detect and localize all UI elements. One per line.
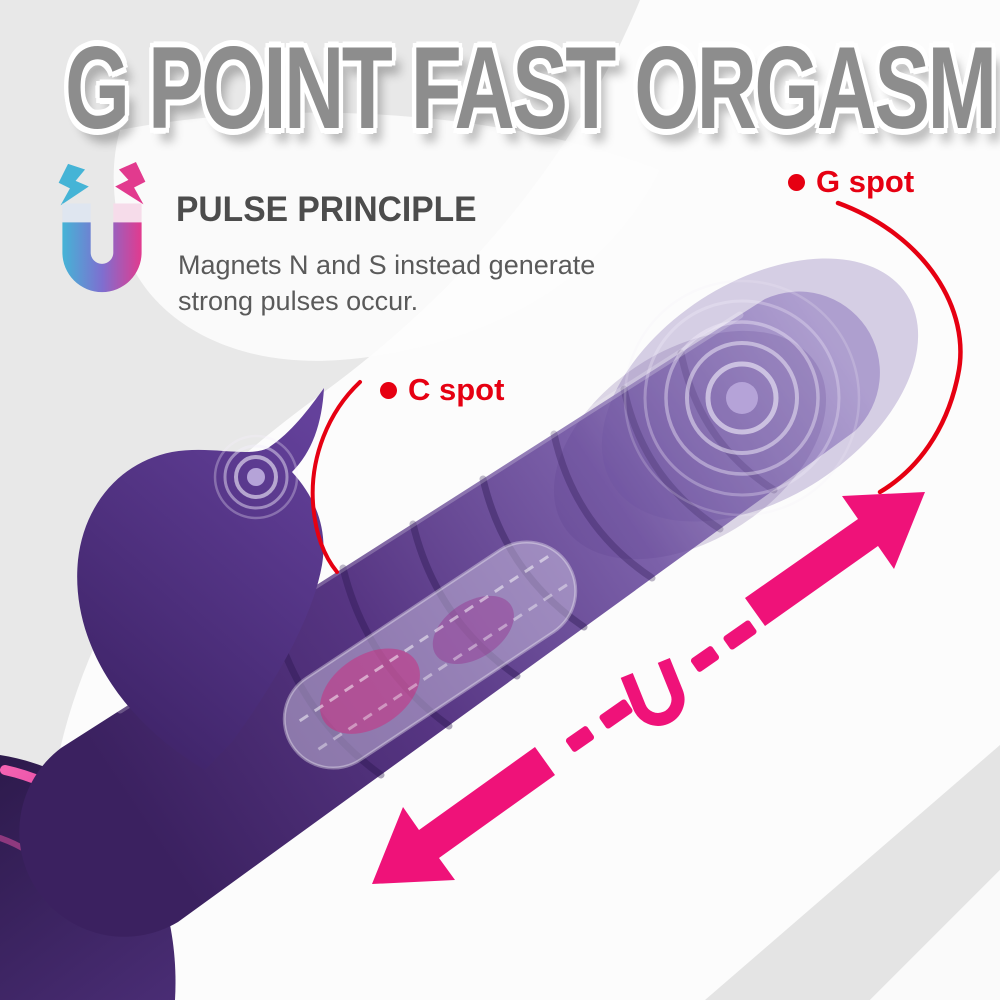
pulse-principle-body: Magnets N and S instead generate strong …: [178, 248, 595, 319]
vibration-ripples-c-spot: [213, 434, 299, 520]
spark-left-icon: [58, 163, 89, 206]
g-spot-label: G spot: [788, 164, 914, 200]
pulse-principle-heading: PULSE PRINCIPLE: [176, 190, 477, 229]
magnet-u-icon: [620, 657, 685, 726]
c-spot-label: C spot: [380, 372, 504, 408]
thrust-arrow-up-right-icon: [690, 492, 925, 672]
thrust-arrow-down-left-icon: [372, 699, 633, 884]
internal-mechanism: [282, 540, 578, 770]
magnet-body: [62, 222, 142, 293]
product-vibrator: [0, 258, 919, 1000]
spark-right-icon: [115, 161, 146, 205]
pulse-body-line1: Magnets N and S instead generate: [178, 250, 596, 280]
vibration-ripples-g-spot: [623, 279, 861, 517]
g-spot-arc: [835, 200, 963, 495]
magnet-icon: [58, 161, 146, 293]
magnet-sparks: [58, 161, 146, 206]
magnet-tip-left: [62, 203, 91, 223]
pulse-body-line2: strong pulses occur.: [178, 285, 419, 316]
c-spot-text: C spot: [408, 372, 505, 407]
headline-title: G POINT FAST ORGASM: [65, 23, 997, 154]
g-spot-dot-icon: [788, 173, 805, 191]
c-spot-dot-icon: [380, 381, 397, 399]
g-spot-text: G spot: [816, 164, 915, 199]
corner-stripe: [705, 745, 1000, 1000]
c-spot-arc: [310, 380, 362, 574]
shaft-motion-blur: [553, 258, 919, 560]
magnet-tip-right: [113, 203, 142, 223]
background-swoosh: [0, 0, 640, 915]
rabbit-arm: [77, 388, 324, 770]
